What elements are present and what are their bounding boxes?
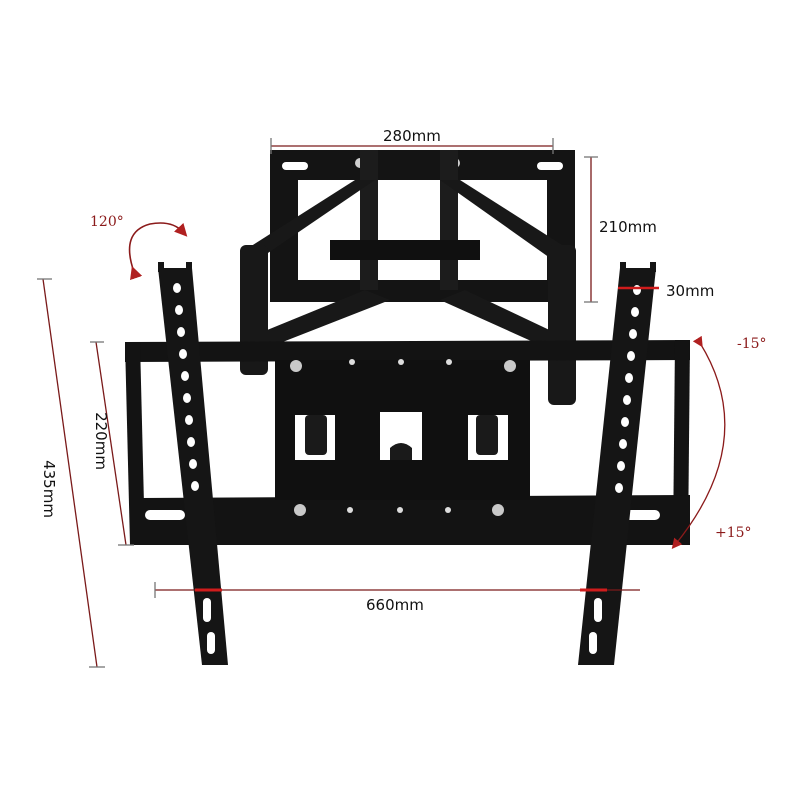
rail-length-label: 435mm [39, 460, 58, 518]
swivel-angle-label: 120° [90, 214, 124, 230]
vesa-horizontal-label: 660mm [366, 596, 424, 614]
dimension-lines [37, 138, 659, 668]
tv-bracket-frame [125, 340, 690, 545]
vesa-vertical-label: 220mm [91, 412, 110, 470]
swivel-arc [128, 222, 188, 281]
tilt-up-angle-label: -15° [737, 336, 767, 352]
wall-plate-height-label: 210mm [599, 218, 657, 236]
tilt-down-angle-label: +15° [715, 525, 752, 541]
rail-width-label: 30mm [666, 282, 715, 300]
wall-plate-width-label: 280mm [383, 127, 441, 145]
bolt-icon [290, 360, 302, 372]
bolt-icon [492, 504, 504, 516]
bolt-icon [504, 360, 516, 372]
left-vertical-rail [158, 262, 228, 665]
right-vertical-rail [578, 262, 656, 665]
tilt-arc [671, 335, 726, 550]
bolt-icon [294, 504, 306, 516]
